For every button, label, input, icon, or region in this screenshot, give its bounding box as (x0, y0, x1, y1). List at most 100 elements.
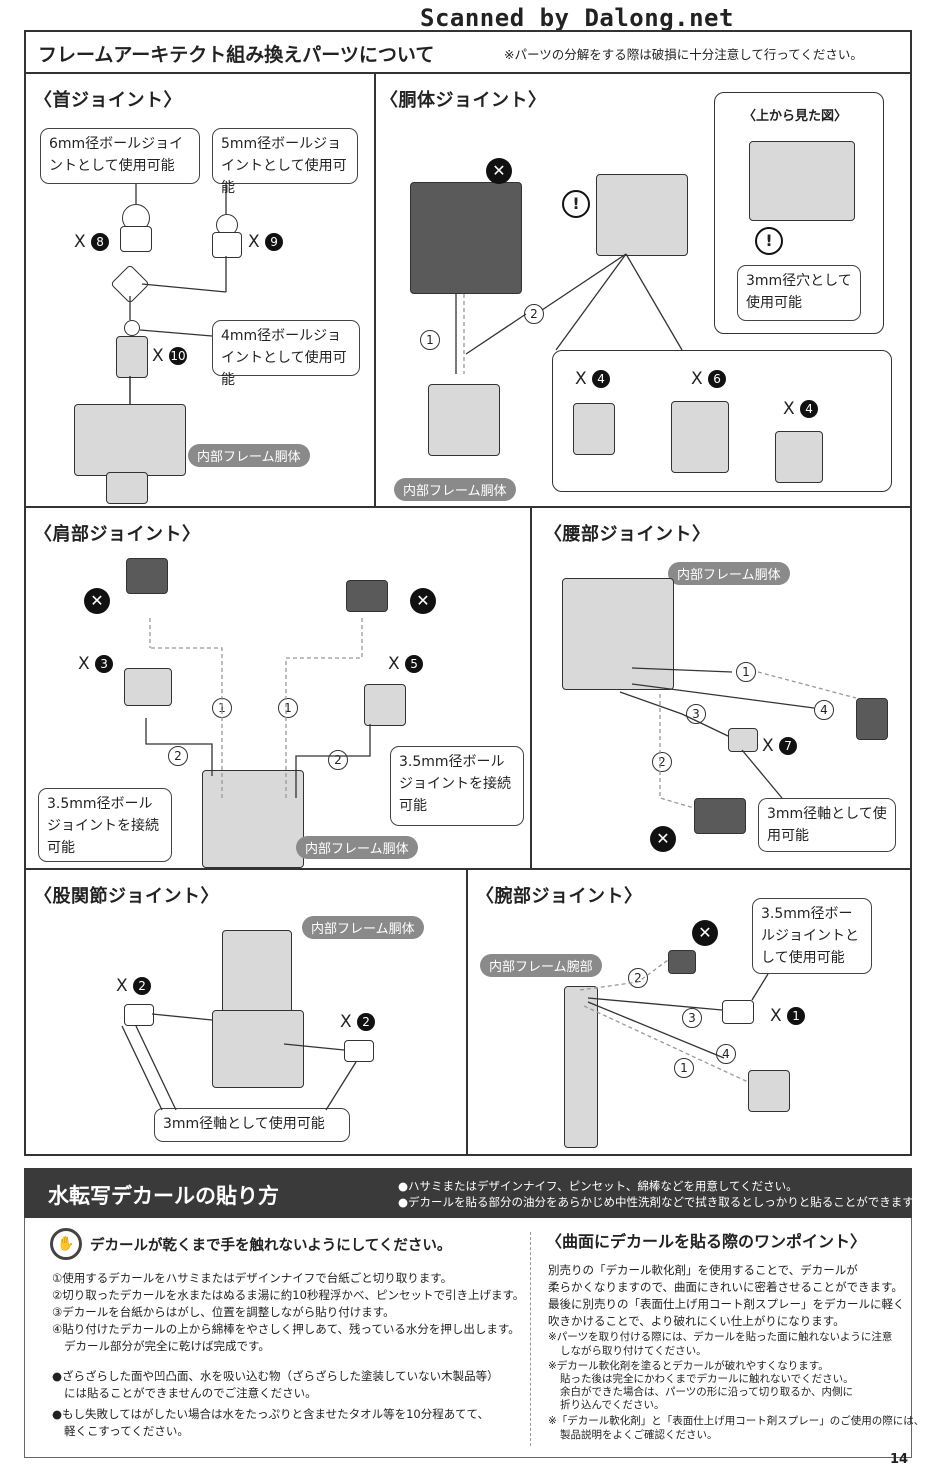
tip-line: 吹きかけることで、より破れにくい仕上がりになります。 (548, 1314, 845, 1328)
step-2-marker: 2 (628, 968, 648, 988)
top-view-part (749, 141, 855, 221)
step-4-marker: 4 (716, 1044, 736, 1064)
shoulder-joint-panel: 〈肩部ジョイント〉 ✕ ✕ X 3 X 5 1 1 2 2 3.5mm径ボールジ… (24, 508, 532, 870)
decal-tip-body: 別売りの「デカール軟化剤」を使用することで、デカールが 柔らかくなりますので、曲… (548, 1262, 905, 1330)
torso-detail-box: X 4 X 6 X 4 (552, 350, 892, 492)
decal-header-bar (24, 1168, 912, 1218)
hip-part-a (124, 1004, 154, 1026)
neck-qty-a: X 8 (74, 232, 110, 252)
num-badge: 2 (357, 1013, 376, 1031)
arm-joint-panel: 〈腕部ジョイント〉 内部フレーム腕部 ✕ 3.5mm径ボールジョイントとして使用… (468, 870, 912, 1156)
decal-step: ③デカールを台紙からはがし、位置を調整しながら貼り付けます。 (52, 1305, 395, 1319)
shoulder-title: 〈肩部ジョイント〉 (34, 524, 201, 545)
decal-title: 水転写デカールの貼り方 (48, 1184, 279, 1208)
neck-frame-label: 内部フレーム胴体 (188, 444, 310, 467)
neck-note-4mm: 4mm径ボールジョイントとして使用可能 (212, 320, 360, 388)
neck-note-5mm: 5mm径ボールジョイントとして使用可能 (212, 128, 358, 196)
inner-frame-arm (564, 986, 598, 1148)
decal-bullet-1: ●ざらざらした面や凹凸面、水を吸い込む物（ざらざらした塗装していない木製品等） … (52, 1368, 499, 1402)
neck-qty-b: X 9 (248, 232, 284, 252)
decal-tip-note-2: ※デカール軟化剤を塗るとデカールが破れやすくなります。 貼った後は完全にかわくま… (548, 1360, 854, 1412)
torso-note-3mm-hole: 3mm径穴として使用可能 (737, 265, 861, 321)
step-1-marker: 1 (212, 698, 232, 718)
tip-note-line: 折り込んでください。 (560, 1399, 665, 1411)
shoulder-joint-original-right (346, 580, 388, 612)
tip-line: 最後に別売りの「表面仕上げ用コート剤スプレー」をデカールに軽く (548, 1297, 905, 1311)
step-2-marker: 2 (168, 746, 188, 766)
neck-joint-panel: 〈首ジョイント〉 6mm径ボールジョイントとして使用可能 5mm径ボールジョイン… (24, 72, 376, 508)
arm-part (722, 1000, 754, 1024)
decal-bullet-2: ●もし失敗してはがしたい場合は水をたっぷりと含ませたタオル等を10分程あてて、 … (52, 1406, 489, 1440)
torso-title: 〈胴体ジョイント〉 (380, 90, 547, 111)
step-1-marker: 1 (674, 1058, 694, 1078)
tip-note-line: 貼った後は完全にかわくまでデカールに触れないでください。 (560, 1373, 854, 1385)
tip-note-line: ※デカール軟化剤を塗るとデカールが破れやすくなります。 (548, 1360, 829, 1372)
arm-original-part (748, 1070, 790, 1112)
torso-qty-c: X 4 (783, 399, 819, 419)
detail-part-b (671, 401, 729, 473)
decal-step: ①使用するデカールをハサミまたはデザインナイフで台紙ごと切り取ります。 (52, 1271, 453, 1285)
not-usable-icon: ✕ (650, 826, 676, 852)
num-badge: 8 (91, 233, 110, 251)
inner-frame-torso-lower (106, 472, 148, 504)
connector-part (110, 264, 150, 304)
num-badge: 3 (95, 655, 114, 673)
hip-frame-label: 内部フレーム胴体 (302, 916, 424, 939)
not-usable-icon: ✕ (84, 588, 110, 614)
step-1-marker: 1 (736, 662, 756, 682)
shoulder-part-b (364, 684, 406, 726)
detail-part-c (775, 431, 823, 483)
torso-joint-part (596, 174, 688, 256)
step-2-marker: 2 (328, 750, 348, 770)
step-2-marker: 2 (524, 304, 544, 324)
not-usable-icon: ✕ (692, 920, 718, 946)
torso-qty-a: X 4 (575, 369, 611, 389)
header-panel: フレームアーキテクト組み換えパーツについて ※パーツの分解をする際は破損に十分注… (24, 30, 912, 72)
hip-part-b (344, 1040, 374, 1062)
hip-title: 〈股関節ジョイント〉 (34, 886, 219, 907)
shoulder-qty-b: X 5 (388, 654, 424, 674)
waist-note-3mm: 3mm径軸として使用可能 (758, 798, 896, 852)
step-3-marker: 3 (686, 704, 706, 724)
decal-divider (530, 1232, 531, 1446)
shoulder-joint-original-left (126, 558, 168, 594)
scan-credit: Scanned by Dalong.net (420, 4, 734, 32)
tip-note-line: ※「デカール軟化剤」と「表面仕上げ用コート剤スプレー」のご使用の際には、 (548, 1415, 925, 1427)
decal-tip-note-1: ※パーツを取り付ける際には、デカールを貼った面に触れないように注意 しながら取り… (548, 1330, 892, 1358)
decal-step: ②切り取ったデカールを水またはぬるま湯に約10秒程浮かべ、ピンセットで引き上げま… (52, 1288, 525, 1302)
waist-qty: X 7 (762, 736, 798, 756)
detail-part-a (573, 403, 615, 455)
waist-frame-label: 内部フレーム胴体 (668, 562, 790, 585)
waist-joint-panel: 〈腰部ジョイント〉 内部フレーム胴体 1 4 3 2 X 7 ✕ 3mm径軸とし… (532, 508, 912, 870)
tip-line: 別売りの「デカール軟化剤」を使用することで、デカールが (548, 1263, 858, 1277)
hip-qty-b: X 2 (340, 1012, 376, 1032)
shoulder-note-left: 3.5mm径ボールジョイントを接続可能 (38, 788, 172, 862)
top-view-box: 〈上から見た図〉 ! 3mm径穴として使用可能 (714, 92, 884, 334)
num-badge: 9 (265, 233, 284, 251)
page-number: 14 (890, 1452, 909, 1467)
decal-step: デカール部分が完全に乾けば完成です。 (64, 1339, 270, 1353)
ball-joint-4mm (124, 320, 140, 336)
neck-title: 〈首ジョイント〉 (34, 90, 182, 111)
num-badge: 2 (133, 977, 152, 995)
torso-joint-original (410, 182, 522, 294)
decal-step: ④貼り付けたデカールの上から綿棒をやさしく押しあて、残っている水分を押し出します… (52, 1322, 520, 1336)
tip-line: 柔らかくなりますので、曲面にきれいに密着させることができます。 (548, 1280, 903, 1294)
arm-joint-removed (668, 950, 696, 974)
decal-prep-2: ●デカールを貼る部分の油分をあらかじめ中性洗剤などで拭き取るとしっかりと貼ること… (398, 1195, 925, 1209)
num-badge: 4 (800, 400, 819, 418)
decal-prep-1: ●ハサミまたはデザインナイフ、ピンセット、綿棒などを用意してください。 (398, 1179, 798, 1193)
hip-note-3mm: 3mm径軸として使用可能 (154, 1108, 350, 1142)
num-badge: 7 (779, 737, 798, 755)
inner-frame-torso (74, 404, 186, 476)
torso-qty-b: X 6 (691, 369, 727, 389)
bullet-line: ●ざらざらした面や凹凸面、水を吸い込む物（ざらざらした塗装していない木製品等） (52, 1369, 499, 1383)
no-touch-icon: ✋ (50, 1228, 82, 1260)
shoulder-qty-a: X 3 (78, 654, 114, 674)
arm-note-35mm: 3.5mm径ボールジョイントとして使用可能 (752, 898, 872, 974)
decal-body-box (24, 1218, 912, 1458)
not-usable-icon: ✕ (410, 588, 436, 614)
page-title: フレームアーキテクト組み換えパーツについて (38, 44, 435, 66)
inner-frame-torso (428, 384, 500, 456)
step-4-marker: 4 (814, 700, 834, 720)
